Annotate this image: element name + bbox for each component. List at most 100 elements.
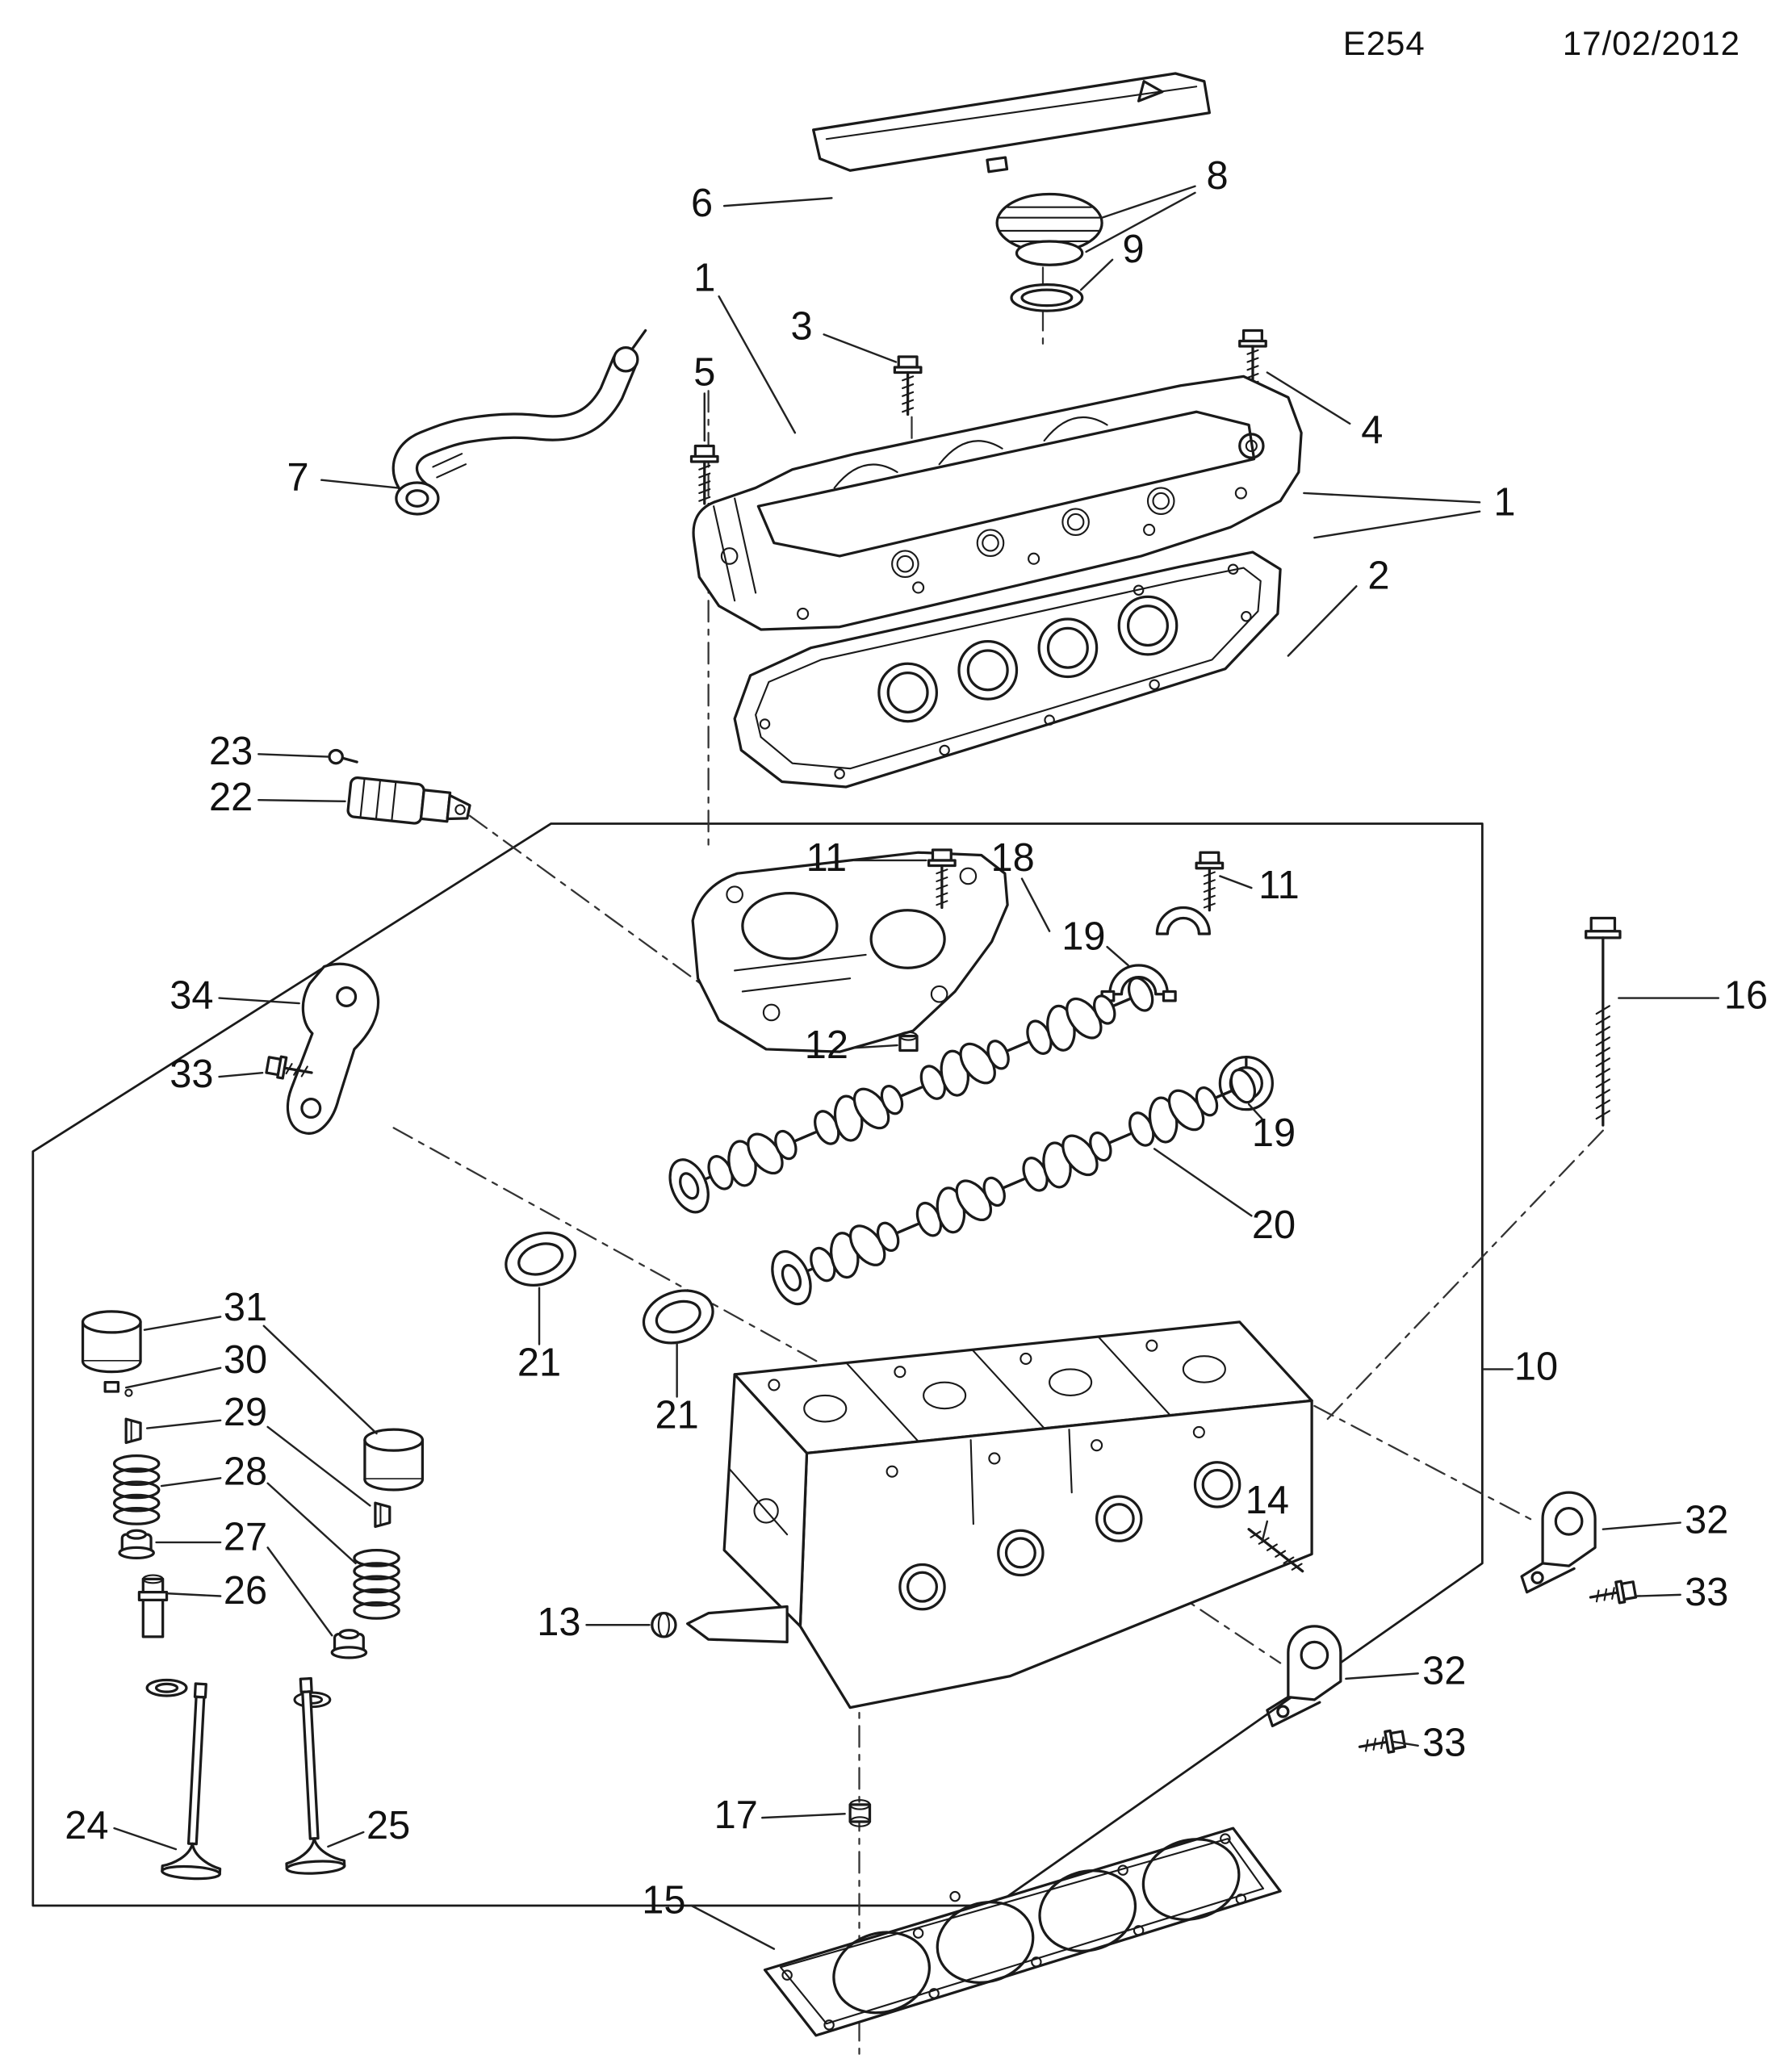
- callout-10: 10: [1514, 1345, 1558, 1388]
- spring-28-left: [112, 1454, 161, 1525]
- callout-33: 33: [1422, 1722, 1466, 1765]
- callout-22: 22: [209, 776, 253, 819]
- callout-leader-20: [1153, 1148, 1253, 1217]
- callout-12: 12: [805, 1023, 848, 1067]
- callout-3: 3: [790, 305, 812, 349]
- cover-bolt-3: [893, 355, 923, 416]
- callout-25: 25: [366, 1804, 410, 1847]
- bearing-cap-19b: [1155, 906, 1211, 935]
- callout-20: 20: [1252, 1203, 1296, 1247]
- callout-24: 24: [65, 1804, 108, 1847]
- callout-33: 33: [170, 1052, 213, 1096]
- callout-leader-32: [1345, 1672, 1419, 1680]
- callout-leader-15: [690, 1904, 776, 1950]
- callout-2: 2: [1367, 554, 1389, 597]
- spring-seat-left: [145, 1678, 188, 1697]
- callout-leader-30: [124, 1366, 222, 1389]
- bracket-34: [286, 962, 380, 1135]
- callout-leader-27: [266, 1546, 333, 1637]
- callout-27: 27: [224, 1516, 267, 1559]
- callout-19: 19: [1061, 914, 1105, 958]
- callout-leader-33: [1392, 1740, 1419, 1747]
- filler-cap-seal: [1010, 282, 1084, 312]
- callout-leader-3: [823, 333, 898, 363]
- carrier-dowel-12: [898, 1031, 919, 1052]
- callout-21: 21: [517, 1341, 561, 1384]
- callout-leader-22: [257, 798, 346, 803]
- cylinder-head: [722, 1320, 1313, 1709]
- callout-leader-19: [1106, 945, 1129, 967]
- callout-leader-33: [1635, 1593, 1681, 1597]
- callout-5: 5: [693, 351, 715, 395]
- camshaft-20: [765, 1057, 1263, 1310]
- tappet-31-left: [81, 1310, 142, 1374]
- callout-1: 1: [693, 257, 715, 300]
- valve-cover: [692, 375, 1303, 631]
- stem-seal-27-left: [118, 1529, 155, 1560]
- callout-8: 8: [1207, 154, 1229, 198]
- carrier-bolt-11-right: [1195, 851, 1225, 912]
- callout-leader-33: [218, 1071, 264, 1078]
- callout-11: 11: [1258, 864, 1300, 907]
- valve-guide-26: [137, 1574, 169, 1638]
- lifting-eye-32-lower: [1266, 1625, 1342, 1728]
- callout-leader-4: [1266, 371, 1351, 425]
- callout-leader-1: [1313, 510, 1481, 539]
- cover-bolt-5: [689, 444, 719, 505]
- callout-leader-26: [166, 1592, 222, 1597]
- callout-leader-28: [160, 1477, 222, 1488]
- callout-leader-19: [1247, 1103, 1263, 1120]
- camshaft-solenoid-22: [346, 776, 471, 825]
- callout-leader-17: [761, 1813, 846, 1819]
- callout-leader-25: [327, 1831, 365, 1848]
- callout-26: 26: [224, 1569, 267, 1613]
- breather-hose: [391, 328, 647, 516]
- callout-16: 16: [1724, 973, 1768, 1017]
- callout-leader-18: [1020, 877, 1051, 932]
- head-bolt-16: [1585, 916, 1622, 1127]
- callout-leader-24: [113, 1827, 178, 1851]
- callout-leader-31: [262, 1324, 378, 1435]
- callout-28: 28: [224, 1450, 267, 1493]
- callout-23: 23: [209, 730, 253, 773]
- callout-32: 32: [1685, 1498, 1728, 1542]
- callout-leader-8: [1085, 191, 1196, 253]
- keeper-29-right: [374, 1501, 391, 1529]
- diagram-header: E254 17/02/2012: [1343, 24, 1740, 63]
- callout-14: 14: [1246, 1479, 1289, 1522]
- callout-1: 1: [1493, 480, 1515, 524]
- dowel-17: [848, 1799, 872, 1827]
- callout-34: 34: [170, 973, 213, 1017]
- tappet-31-right: [363, 1428, 425, 1492]
- callout-leader-34: [218, 997, 300, 1005]
- solenoid-screw-23: [328, 748, 358, 765]
- stem-seal-27-right: [330, 1629, 368, 1659]
- cam-seal-21a: [505, 1231, 577, 1287]
- valve-25: [275, 1676, 346, 1877]
- diagram-date: 17/02/2012: [1562, 24, 1740, 62]
- keeper-29-left: [124, 1417, 142, 1445]
- callout-leader-1: [1303, 492, 1481, 504]
- callout-7: 7: [287, 456, 308, 500]
- callout-31: 31: [224, 1286, 267, 1329]
- callout-leader-29: [145, 1419, 222, 1429]
- callout-19: 19: [1252, 1111, 1296, 1155]
- callout-9: 9: [1123, 228, 1145, 271]
- callout-6: 6: [691, 182, 713, 225]
- callout-leader-14: [1261, 1520, 1269, 1544]
- callout-11: 11: [806, 836, 848, 880]
- cover-gasket: [733, 550, 1282, 789]
- callout-leader-8: [1100, 185, 1196, 219]
- callout-18: 18: [991, 836, 1035, 880]
- callout-17: 17: [714, 1793, 758, 1837]
- callout-leader-32: [1601, 1521, 1681, 1530]
- stud-14: [1247, 1528, 1304, 1573]
- callout-29: 29: [224, 1391, 267, 1434]
- callout-33: 33: [1685, 1571, 1728, 1614]
- callout-4: 4: [1361, 408, 1383, 452]
- diagram-code: E254: [1342, 24, 1426, 62]
- callout-leader-7: [320, 479, 399, 489]
